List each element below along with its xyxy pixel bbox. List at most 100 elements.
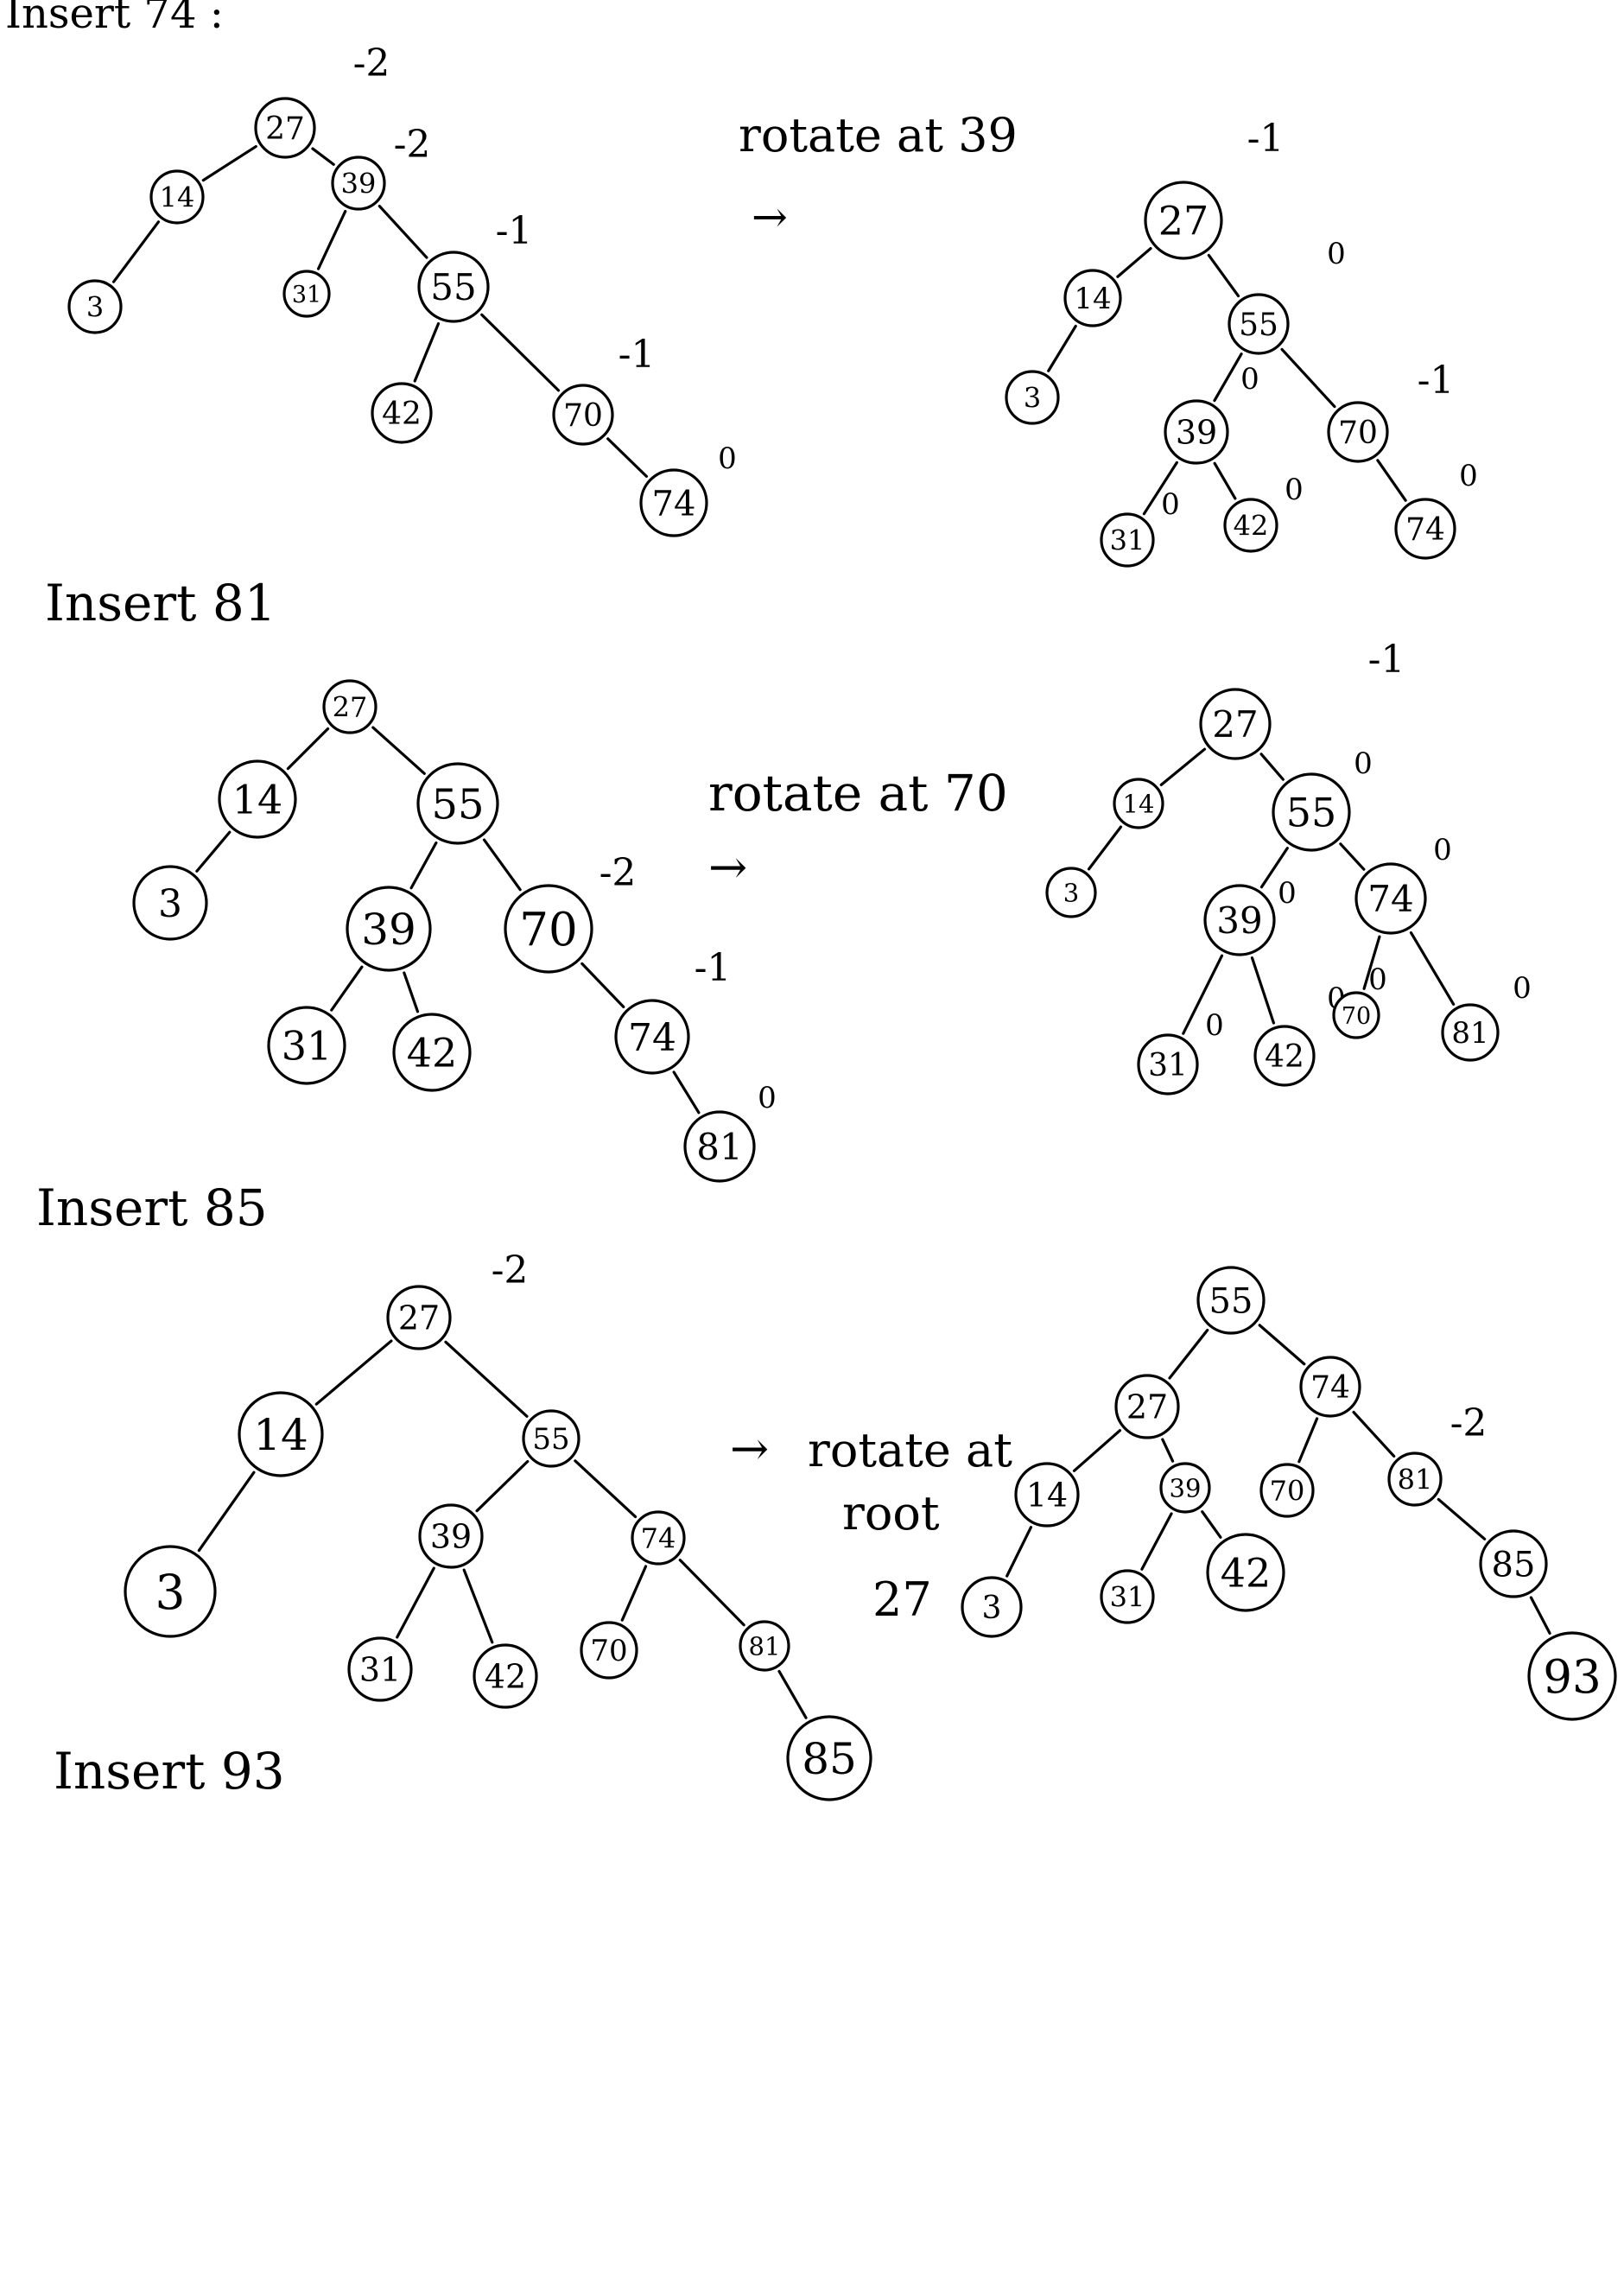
node-circle-14 bbox=[218, 759, 297, 839]
node-label-42: 42 bbox=[1265, 1039, 1304, 1075]
node-circle-3 bbox=[132, 865, 208, 941]
node-label-55: 55 bbox=[1209, 1281, 1253, 1321]
node-label-39: 39 bbox=[341, 167, 377, 200]
node-label-74: 74 bbox=[1367, 878, 1413, 920]
edge-14-3 bbox=[1005, 1526, 1033, 1578]
balance-factor-27: -2 bbox=[353, 41, 390, 86]
node-label-74: 74 bbox=[1405, 512, 1445, 548]
node-circle-27 bbox=[1144, 181, 1223, 260]
node-label-74: 74 bbox=[641, 1521, 676, 1554]
node-circle-14 bbox=[1014, 1462, 1080, 1528]
balance-factor-81: -2 bbox=[1450, 1401, 1488, 1445]
node-circle-81 bbox=[1387, 1451, 1443, 1507]
node-label-74: 74 bbox=[628, 1016, 676, 1060]
edge-27-55 bbox=[444, 1340, 529, 1418]
edge-55-74 bbox=[1258, 1324, 1306, 1366]
arrow-2: → bbox=[708, 840, 747, 894]
rotation-note-2: rotate at 70 bbox=[708, 764, 1008, 823]
edge-14-3 bbox=[1047, 324, 1077, 372]
edge-81-85 bbox=[1437, 1497, 1487, 1540]
node-label-70: 70 bbox=[1342, 1003, 1371, 1030]
edge-39-42 bbox=[1213, 461, 1237, 500]
node-label-3: 3 bbox=[1024, 381, 1041, 414]
node-circle-31 bbox=[1100, 512, 1155, 568]
node-circle-14 bbox=[1063, 269, 1122, 327]
node-label-42: 42 bbox=[382, 397, 422, 432]
node-circle-55 bbox=[1196, 1266, 1266, 1335]
edge-55-39 bbox=[1259, 847, 1289, 889]
node-circle-39 bbox=[1164, 399, 1229, 465]
node-circle-27 bbox=[322, 679, 377, 734]
edge-55-27 bbox=[1168, 1328, 1209, 1380]
edge-74-81 bbox=[678, 1559, 745, 1627]
node-label-74: 74 bbox=[652, 484, 696, 524]
balance-factor-70: -2 bbox=[599, 851, 637, 895]
edge-14-3 bbox=[195, 830, 232, 873]
node-circle-3 bbox=[1005, 370, 1060, 425]
edge-39-42 bbox=[462, 1568, 494, 1644]
node-circle-70 bbox=[1327, 401, 1389, 463]
node-circle-3 bbox=[124, 1545, 217, 1638]
node-circle-42 bbox=[1223, 498, 1278, 553]
balance-factor-39: 0 bbox=[1240, 362, 1259, 397]
edge-74-81 bbox=[1352, 1410, 1396, 1458]
node-label-85: 85 bbox=[802, 1734, 857, 1784]
edge-70-74 bbox=[580, 962, 625, 1008]
node-circle-3 bbox=[961, 1576, 1023, 1638]
node-circle-70 bbox=[504, 884, 593, 974]
node-label-14: 14 bbox=[1074, 282, 1111, 316]
edge-55-70 bbox=[480, 313, 561, 392]
node-circle-31 bbox=[347, 1636, 413, 1702]
node-label-42: 42 bbox=[1221, 1550, 1272, 1597]
node-label-55: 55 bbox=[1286, 790, 1337, 836]
edge-39-31 bbox=[1142, 461, 1178, 516]
node-circle-42 bbox=[371, 382, 433, 444]
node-label-39: 39 bbox=[430, 1518, 472, 1556]
balance-factor-74: 0 bbox=[1433, 833, 1452, 867]
node-label-70: 70 bbox=[1338, 416, 1378, 451]
edge-55-39 bbox=[475, 1459, 530, 1513]
balance-factor-70: 0 bbox=[1368, 962, 1387, 997]
node-label-55: 55 bbox=[431, 780, 484, 829]
node-label-27: 27 bbox=[1212, 703, 1258, 746]
heading-insert-85: Insert 85 bbox=[36, 1178, 268, 1237]
node-label-55: 55 bbox=[1239, 308, 1278, 343]
edge-39-31 bbox=[396, 1566, 435, 1639]
node-circle-42 bbox=[473, 1643, 538, 1709]
node-circle-74 bbox=[639, 468, 708, 537]
node-circle-55 bbox=[1272, 772, 1351, 852]
edge-55-74 bbox=[574, 1459, 638, 1519]
node-label-93: 93 bbox=[1543, 1651, 1601, 1704]
edge-74-70 bbox=[620, 1565, 648, 1622]
node-label-81: 81 bbox=[1451, 1016, 1488, 1051]
edge-39-42 bbox=[1201, 1510, 1222, 1539]
node-label-42: 42 bbox=[407, 1030, 458, 1077]
balance-factor-42: 0 bbox=[1285, 473, 1304, 507]
node-circle-27 bbox=[254, 97, 316, 159]
balance-factor-27: -1 bbox=[1247, 117, 1285, 161]
node-circle-93 bbox=[1527, 1631, 1617, 1721]
balance-factor-74: 0 bbox=[1459, 459, 1478, 493]
node-circle-31 bbox=[1137, 1033, 1199, 1096]
node-label-3: 3 bbox=[158, 882, 182, 926]
arrow-1: → bbox=[752, 192, 788, 242]
edge-27-39 bbox=[311, 147, 335, 166]
node-circle-31 bbox=[1100, 1569, 1155, 1624]
node-label-81: 81 bbox=[1398, 1463, 1433, 1496]
balance-factor-70: -1 bbox=[619, 333, 656, 377]
node-label-14: 14 bbox=[1026, 1477, 1068, 1515]
heading-insert-93: Insert 93 bbox=[54, 1742, 285, 1801]
node-label-42: 42 bbox=[1234, 509, 1269, 542]
node-circle-27 bbox=[386, 1285, 452, 1350]
node-label-42: 42 bbox=[485, 1658, 526, 1696]
node-circle-85 bbox=[786, 1715, 872, 1801]
node-circle-39 bbox=[418, 1503, 484, 1569]
edge-39-31 bbox=[316, 209, 347, 270]
node-circle-81 bbox=[739, 1620, 790, 1672]
edge-55-42 bbox=[413, 321, 441, 383]
node-circle-55 bbox=[522, 1409, 580, 1468]
